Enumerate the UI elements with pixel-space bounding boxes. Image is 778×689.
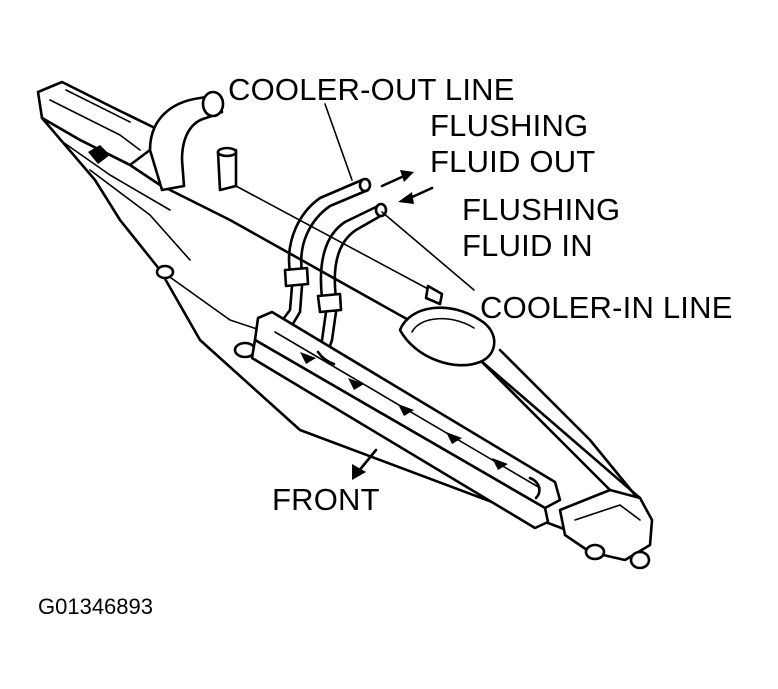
label-flushing-fluid-in-2: FLUID IN <box>462 228 593 263</box>
figure-code: G01346893 <box>38 594 153 619</box>
leader-cooler-in <box>381 211 475 291</box>
radiator-mount <box>629 550 651 570</box>
leader-cooler-out <box>324 103 353 181</box>
radiator-mount <box>584 543 606 561</box>
radiator-lower-tank <box>558 488 654 562</box>
leader-lines <box>324 103 475 291</box>
label-flushing-fluid-in-1: FLUSHING <box>462 192 620 227</box>
flow-arrows <box>300 350 541 500</box>
cooler-in-line-long <box>235 185 496 367</box>
label-cooler-out-line: COOLER-OUT LINE <box>228 72 515 107</box>
arrow-fluid-in <box>408 186 434 200</box>
arrow-fluid-out <box>380 174 406 188</box>
radiator-assembly <box>36 80 654 570</box>
label-flushing-fluid-out-1: FLUSHING <box>430 108 588 143</box>
label-front: FRONT <box>272 482 380 517</box>
front-arrow <box>352 448 378 480</box>
radiator-bracket <box>88 145 110 164</box>
label-flushing-fluid-out-2: FLUID OUT <box>430 144 595 179</box>
cooler-tank <box>250 310 562 530</box>
label-cooler-in-line: COOLER-IN LINE <box>480 290 733 325</box>
flushing-arrows <box>380 170 434 204</box>
radiator-mount <box>155 264 175 280</box>
radiator-neck <box>148 90 238 192</box>
